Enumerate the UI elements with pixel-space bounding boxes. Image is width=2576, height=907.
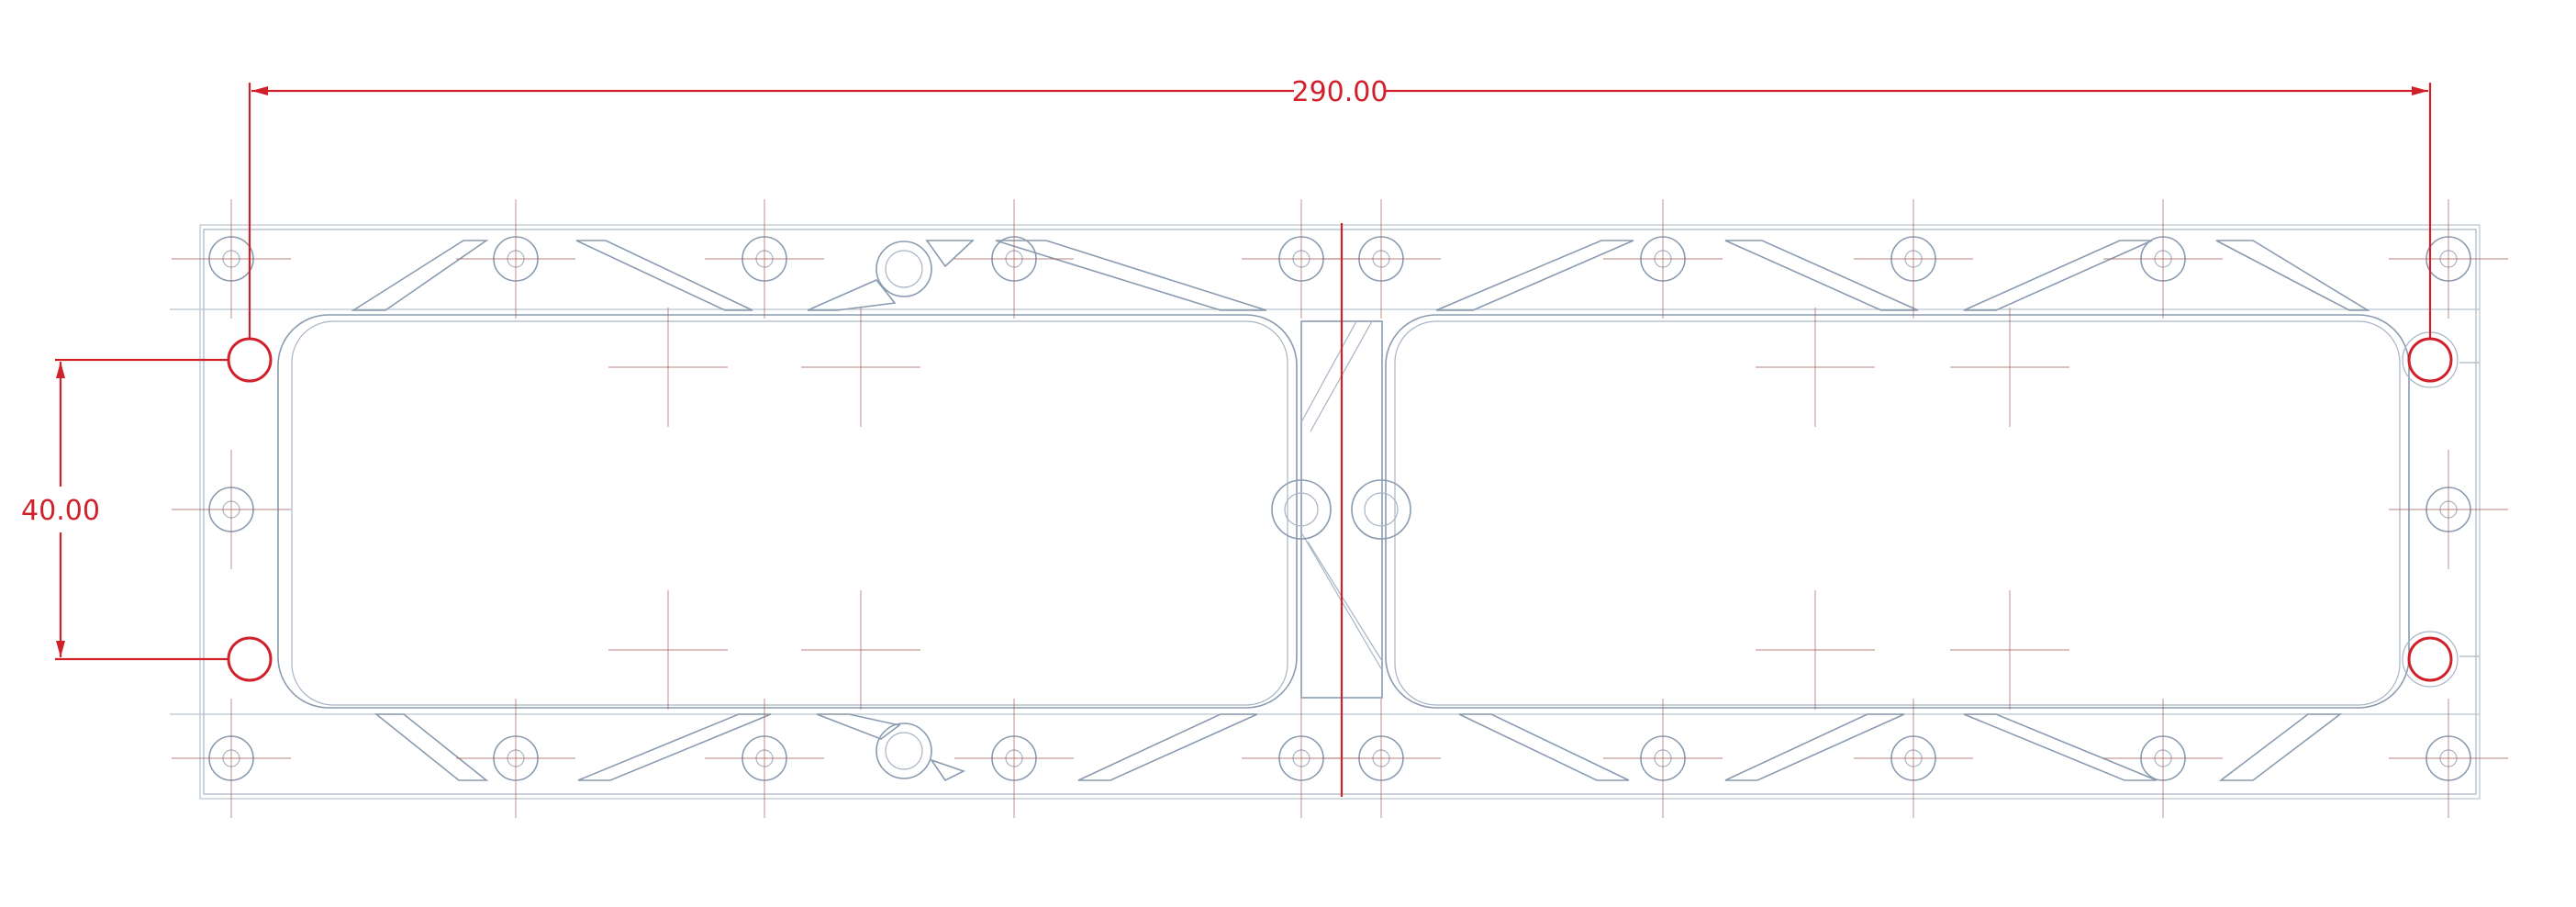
horizontal-dimension: 290.00 bbox=[248, 76, 2432, 340]
central-bosses bbox=[875, 241, 1411, 779]
plate-frame bbox=[170, 224, 2481, 800]
mounting-hole-right-bottom bbox=[2407, 636, 2453, 682]
screw-holes bbox=[208, 236, 2471, 781]
vertical-dimension: 40.00 bbox=[21, 358, 229, 661]
dimension-40: 40.00 bbox=[21, 495, 100, 527]
dimension-290: 290.00 bbox=[1292, 76, 1388, 108]
dimensioned-holes bbox=[227, 337, 2453, 682]
mounting-hole-left-top bbox=[227, 337, 273, 383]
mounting-hole-left-bottom bbox=[227, 636, 273, 682]
center-marks bbox=[172, 199, 2508, 818]
bottom-truss-slots bbox=[374, 713, 2343, 782]
left-window bbox=[277, 314, 1298, 709]
right-window bbox=[1385, 314, 2410, 709]
mounting-hole-right-top bbox=[2407, 337, 2453, 383]
